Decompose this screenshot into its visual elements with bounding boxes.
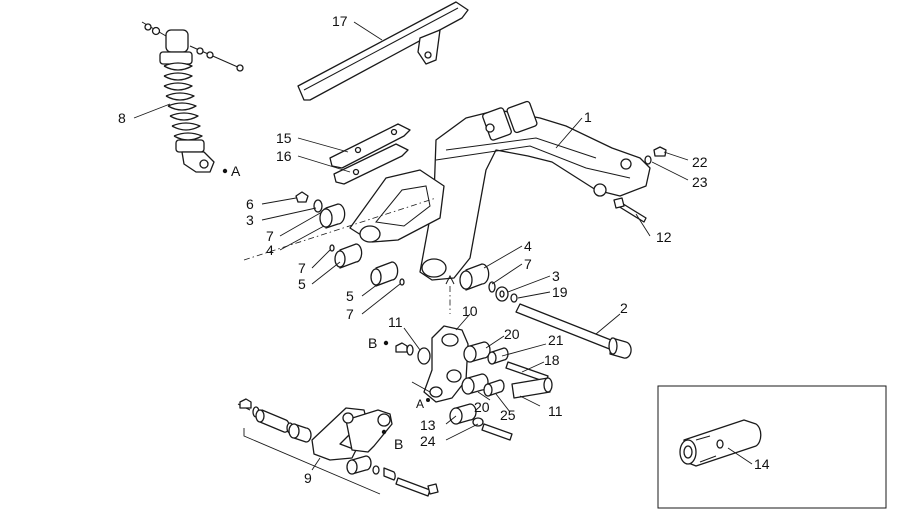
marker-a-rocker: A (416, 397, 424, 411)
callout-22: 22 (692, 154, 708, 170)
callout-19: 19 (552, 284, 568, 300)
callout-17: 17 (332, 13, 348, 29)
callout-24: 24 (420, 433, 436, 449)
callout-5-left-b: 5 (346, 288, 354, 304)
callout-7-right: 7 (524, 256, 532, 272)
chain-guard (297, 1, 469, 101)
callout-7-left-c: 7 (346, 306, 354, 322)
rocker-bushings (449, 341, 553, 441)
callout-12: 12 (656, 229, 672, 245)
callout-25: 25 (500, 407, 516, 423)
callout-3-left: 3 (246, 212, 254, 228)
callout-15: 15 (276, 130, 292, 146)
marker-a-shock: A (231, 163, 241, 179)
callout-16: 16 (276, 148, 292, 164)
pivot-axle (515, 303, 632, 359)
shock-absorber (141, 21, 244, 173)
callout-7-left-a: 7 (266, 228, 274, 244)
callout-6: 6 (246, 196, 254, 212)
callout-18: 18 (544, 352, 560, 368)
callout-23: 23 (692, 174, 708, 190)
callout-20-upper: 20 (504, 326, 520, 342)
callout-11-lower: 11 (548, 403, 563, 419)
callout-13: 13 (420, 417, 436, 433)
chain-guide-lower (333, 143, 409, 185)
left-pivot-hardware (243, 191, 437, 287)
special-tool-inset (657, 385, 887, 509)
callout-10: 10 (462, 303, 478, 319)
swingarm (349, 100, 651, 281)
callout-5-left-a: 5 (298, 276, 306, 292)
callout-11-upper: 11 (388, 314, 403, 330)
linkage-rocker (417, 325, 469, 403)
callout-7-left-b: 7 (298, 260, 306, 276)
callout-20-lower: 20 (474, 399, 490, 415)
callout-21: 21 (548, 332, 564, 348)
nut-washer-22-23 (644, 146, 667, 165)
callout-1: 1 (584, 109, 592, 125)
marker-b-rocker: B (368, 335, 377, 351)
marker-b-link: B (394, 436, 403, 452)
callout-4-right: 4 (524, 238, 532, 254)
callout-9: 9 (304, 470, 312, 486)
callout-14: 14 (754, 456, 770, 472)
callout-2: 2 (620, 300, 628, 316)
callout-4-left: 4 (266, 242, 274, 258)
bolt-12 (613, 197, 647, 223)
right-pivot-hardware (459, 263, 518, 303)
callout-8: 8 (118, 110, 126, 126)
callout-3-right: 3 (552, 268, 560, 284)
rocker-left-bolt (395, 342, 414, 356)
dog-bone-links (237, 398, 439, 497)
